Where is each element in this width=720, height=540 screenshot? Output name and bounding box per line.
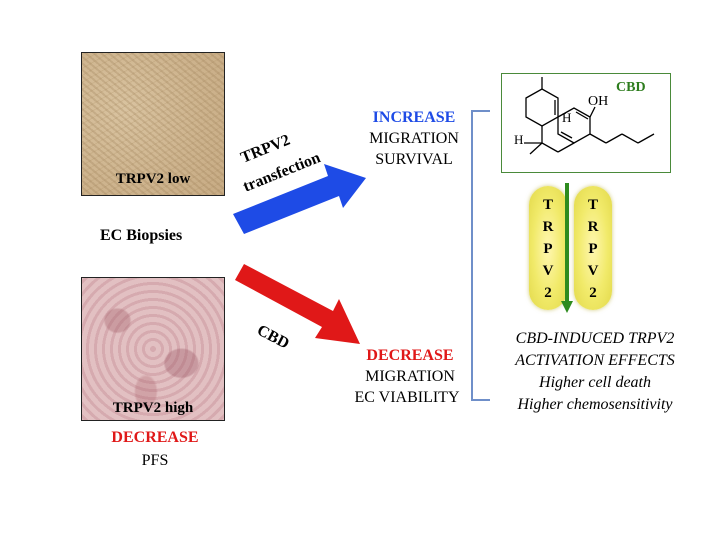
decrease-item-ec-viability: EC VIABILITY	[354, 389, 460, 406]
result-line-4: Higher chemosensitivity	[517, 396, 673, 413]
letter: V	[587, 263, 599, 279]
letter: P	[543, 241, 553, 257]
cbd-title: CBD	[616, 80, 646, 95]
decrease-label: DECREASE	[366, 347, 454, 364]
increase-item-migration: MIGRATION	[369, 130, 459, 147]
result-line-2: ACTIVATION EFFECTS	[515, 352, 675, 369]
pfs-label: PFS	[141, 452, 169, 469]
transfection-arrow	[233, 164, 366, 234]
trpv2-channel-left	[529, 186, 567, 310]
green-down-arrow	[561, 183, 573, 313]
trpv2-low-label: TRPV2 low	[115, 171, 191, 187]
cbd-molecule-diagram	[524, 77, 655, 155]
result-line-3: Higher cell death	[539, 374, 651, 391]
letter: 2	[589, 285, 597, 301]
increase-item-survival: SURVIVAL	[375, 151, 453, 168]
letter: T	[587, 197, 598, 213]
letter: R	[587, 219, 599, 235]
increase-label: INCREASE	[372, 109, 456, 126]
trpv2-low-biopsy-image: TRPV2 low	[81, 52, 225, 196]
trpv2-high-label: TRPV2 high	[112, 400, 194, 416]
trpv2-letters-left: T R P V 2	[529, 194, 567, 304]
oh-label: OH	[588, 94, 609, 109]
letter: 2	[544, 285, 552, 301]
letter: P	[588, 241, 598, 257]
bracket	[471, 110, 490, 401]
left-decrease-label: DECREASE	[111, 429, 199, 446]
h-label-1: H	[562, 110, 572, 125]
trpv2-high-biopsy-image: TRPV2 high	[81, 277, 225, 421]
letter: T	[542, 197, 553, 213]
decrease-item-migration: MIGRATION	[365, 368, 455, 385]
trpv2-letters-right: T R P V 2	[574, 194, 612, 304]
letter: R	[542, 219, 554, 235]
trpv2-channel-right	[574, 186, 612, 310]
h-label-2: H	[514, 132, 524, 147]
letter: V	[542, 263, 554, 279]
cbd-structure-box: CBD OH H H	[501, 73, 671, 173]
ec-biopsies-label: EC Biopsies	[100, 227, 183, 244]
result-line-1: CBD-INDUCED TRPV2	[515, 330, 675, 347]
cbd-arrow	[235, 264, 360, 344]
